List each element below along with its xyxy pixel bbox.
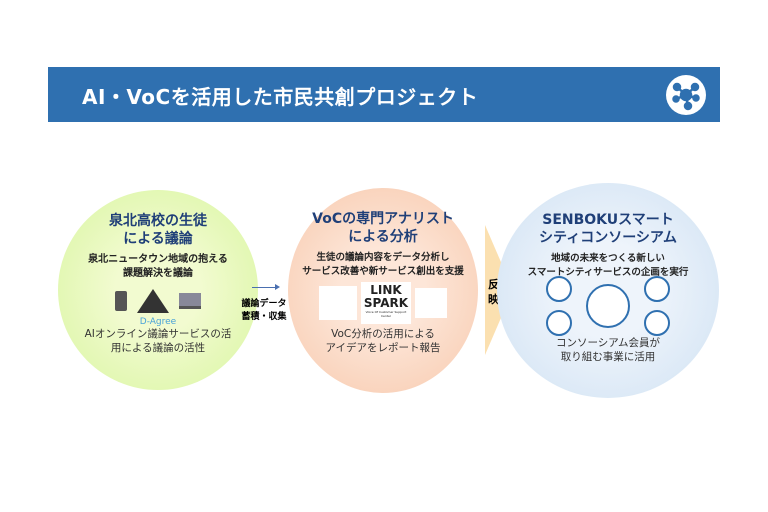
middle-icons: LINK SPARK Voice Of Customer Support Cen…	[288, 279, 478, 327]
middle-title-1: VoCの専門アナリスト	[312, 211, 454, 227]
left-title-1: 泉北高校の生徒	[109, 213, 207, 229]
network-logo-icon	[666, 75, 706, 115]
right-title-2: シティコンソーシアム	[539, 230, 677, 246]
header-banner: AI・VoCを活用した市民共創プロジェクト	[48, 67, 720, 122]
right-foot-2: 取り組む事業に活用	[560, 351, 656, 363]
eco-icon	[546, 310, 572, 336]
reflect-2: 映	[488, 293, 499, 306]
right-sub-1: 地域の未来をつくる新しい	[551, 253, 665, 264]
laptop-icon	[179, 293, 201, 309]
reflect-1: 反	[488, 278, 499, 291]
arrow-label-2: 蓄積・収集	[241, 312, 287, 322]
analysts-illustration-icon	[319, 286, 357, 320]
logo-tagline: Voice Of Customer Support Center	[365, 310, 407, 318]
left-icons	[58, 281, 258, 321]
dagree-logo: D-Agree	[139, 317, 177, 327]
consortium-circle: SENBOKUスマート シティコンソーシアム 地域の未来をつくる新しい スマート…	[497, 183, 719, 398]
presentation-illustration-icon	[415, 288, 447, 318]
hub-icon	[586, 284, 630, 328]
left-sub-2: 課題解決を議論	[123, 268, 193, 279]
left-sub-1: 泉北ニュータウン地域の抱える	[88, 254, 228, 265]
left-foot-1: AIオンライン議論サービスの活	[84, 328, 232, 340]
arrow-label: 議論データ蓄積・収集	[239, 298, 289, 324]
building-icon	[644, 310, 670, 336]
middle-title-2: による分析	[348, 229, 418, 245]
logo-link: LINK	[370, 283, 402, 297]
page-title: AI・VoCを活用した市民共創プロジェクト	[82, 85, 479, 109]
smartphone-icon	[115, 291, 127, 311]
right-icons	[497, 276, 719, 336]
students-discussion-circle: 泉北高校の生徒 による議論 泉北ニュータウン地域の抱える 課題解決を議論 D-A…	[58, 190, 258, 390]
middle-foot-2: アイデアをレポート報告	[325, 342, 441, 354]
car-icon	[546, 276, 572, 302]
reflect-label: 反映	[488, 277, 502, 307]
middle-sub-2: サービス改善や新サービス創出を支援	[302, 266, 464, 277]
middle-sub-1: 生徒の議論内容をデータ分析し	[316, 252, 450, 263]
middle-foot-1: VoC分析の活用による	[331, 328, 435, 340]
flow-arrow-icon	[252, 284, 280, 290]
health-icon	[644, 276, 670, 302]
left-foot-2: 用による議論の活性	[110, 342, 206, 354]
meeting-icon	[137, 289, 169, 313]
right-title-1: SENBOKUスマート	[542, 212, 674, 228]
right-foot-1: コンソーシアム会員が	[555, 337, 661, 349]
logo-spark: SPARK	[363, 296, 409, 310]
voc-analysis-circle: VoCの専門アナリスト による分析 生徒の議論内容をデータ分析し サービス改善や…	[288, 188, 478, 393]
linkspark-logo: LINK SPARK Voice Of Customer Support Cen…	[361, 282, 411, 324]
right-sub-2: スマートシティサービスの企画を実行	[527, 267, 689, 278]
left-title-2: による議論	[123, 231, 193, 247]
arrow-label-1: 議論データ	[241, 299, 287, 309]
